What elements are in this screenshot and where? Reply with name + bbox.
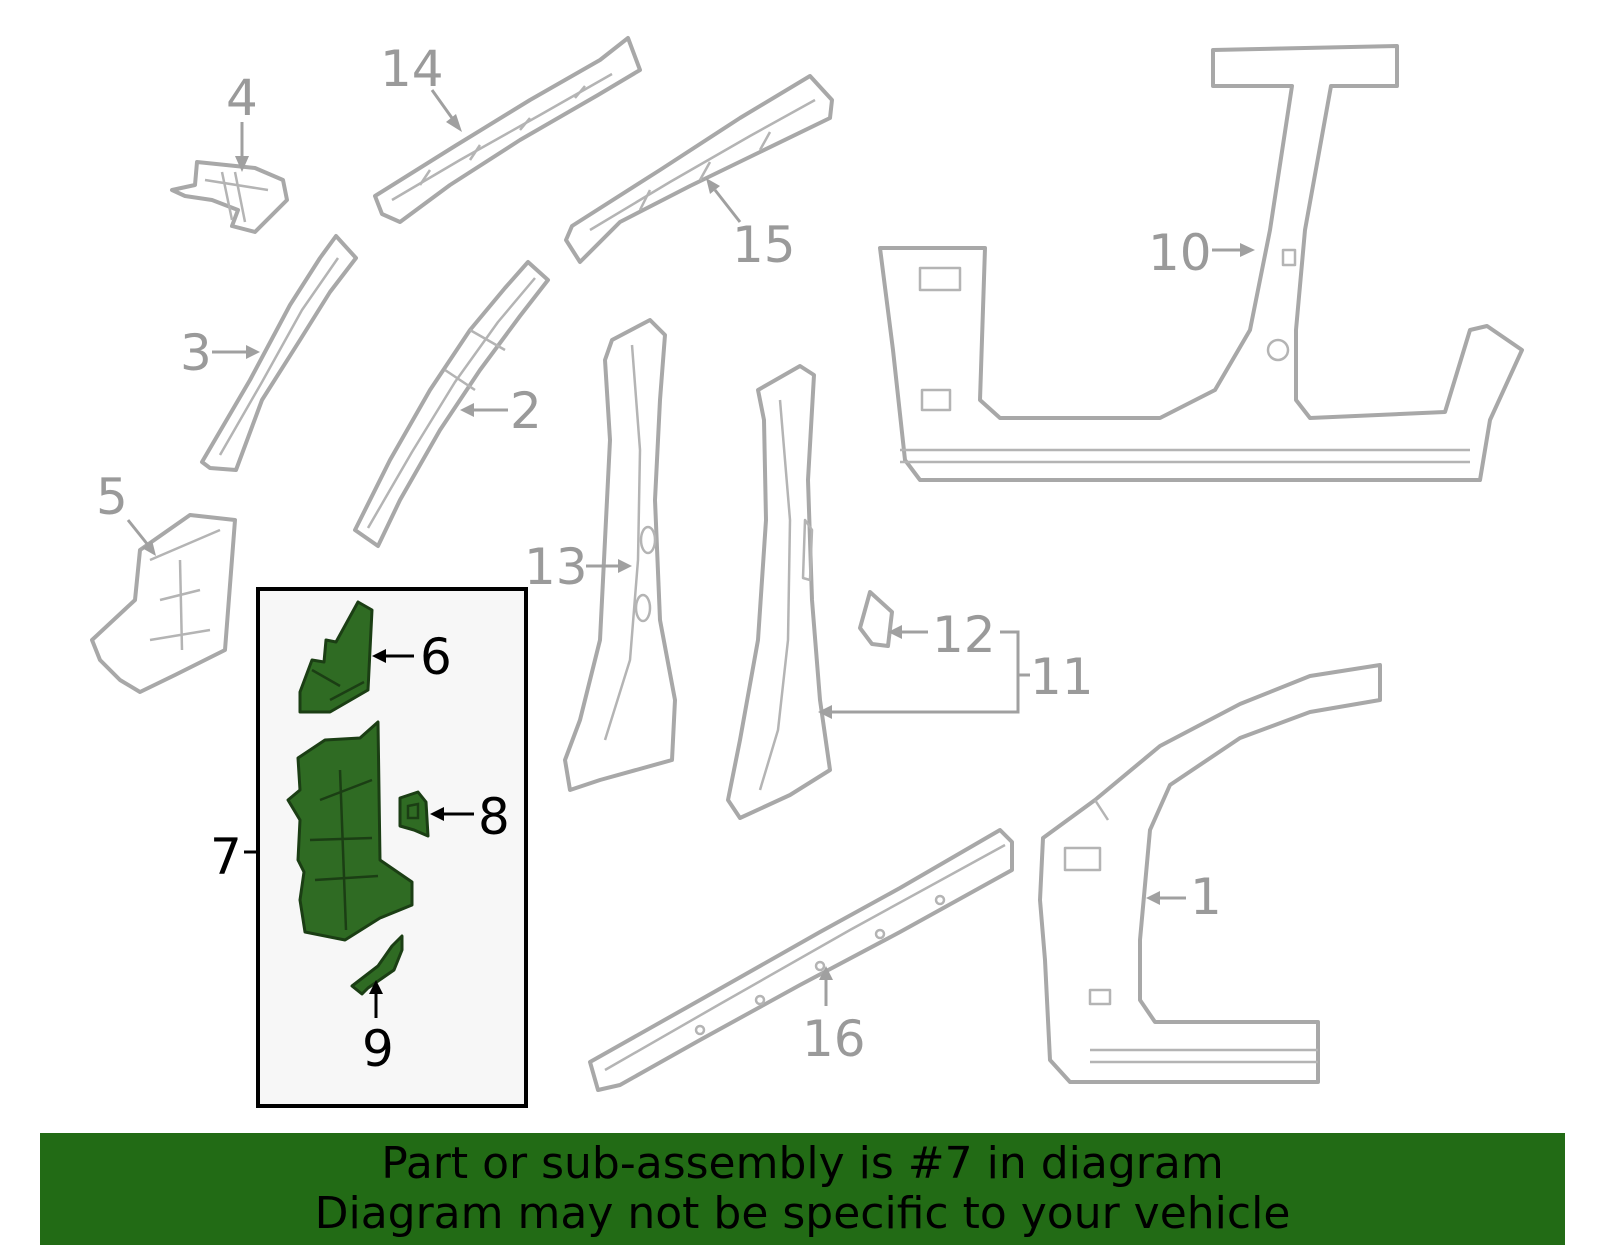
part-5-lower-bracket[interactable] xyxy=(90,513,237,694)
callout-11: 11 xyxy=(1030,648,1094,706)
leader-10 xyxy=(1212,243,1255,257)
callout-13: 13 xyxy=(524,538,588,596)
banner-line-1: Part or sub-assembly is #7 in diagram xyxy=(381,1138,1224,1189)
leader-8 xyxy=(430,807,474,821)
leader-6 xyxy=(372,649,414,663)
callout-5: 5 xyxy=(96,468,128,526)
leader-11 xyxy=(818,630,1030,719)
callout-3: 3 xyxy=(180,324,212,382)
callout-16: 16 xyxy=(802,1010,866,1068)
leader-1 xyxy=(1146,891,1186,905)
callout-4: 4 xyxy=(226,69,258,127)
info-banner: Part or sub-assembly is #7 in diagram Di… xyxy=(40,1133,1565,1245)
part-2-pillar-inner[interactable] xyxy=(353,260,550,548)
leader-14 xyxy=(430,89,462,132)
part-8-green-clip[interactable] xyxy=(398,790,430,838)
leader-16 xyxy=(819,966,833,1006)
leader-3 xyxy=(212,345,260,359)
part-3-pillar-reinforcement[interactable] xyxy=(200,234,358,472)
callout-12: 12 xyxy=(932,606,996,664)
part-10-body-side-inner[interactable] xyxy=(878,44,1524,482)
part-12-patch[interactable] xyxy=(858,590,894,648)
callout-1: 1 xyxy=(1190,868,1222,926)
part-4-bracket[interactable] xyxy=(170,160,289,234)
leader-5 xyxy=(126,519,156,556)
part-13-b-pillar-outer[interactable] xyxy=(563,318,677,792)
leader-13 xyxy=(586,559,632,573)
callout-8: 8 xyxy=(478,788,510,846)
callout-9: 9 xyxy=(362,1020,394,1078)
callout-15: 15 xyxy=(732,216,796,274)
banner-line-2: Diagram may not be specific to your vehi… xyxy=(314,1188,1291,1239)
leader-4 xyxy=(235,122,249,172)
leader-15 xyxy=(706,178,742,223)
leader-9 xyxy=(369,980,383,1018)
part-14-roof-rail[interactable] xyxy=(373,36,642,224)
callout-14: 14 xyxy=(380,40,444,98)
part-6-green-bracket[interactable] xyxy=(298,600,374,714)
part-11-b-pillar-inner[interactable] xyxy=(726,364,832,820)
part-1-body-side-outer[interactable] xyxy=(1038,663,1382,1084)
callout-6: 6 xyxy=(420,628,452,686)
part-9-green-strip[interactable] xyxy=(350,934,404,996)
leader-2 xyxy=(460,403,508,417)
callout-10: 10 xyxy=(1148,224,1212,282)
callout-7: 7 xyxy=(210,828,242,886)
callout-2: 2 xyxy=(510,382,542,440)
part-15-roof-side-rail[interactable] xyxy=(564,74,834,264)
leader-12 xyxy=(888,625,928,639)
part-16-rocker[interactable] xyxy=(588,828,1014,1092)
part-7-green-pillar-inner-reinforcement[interactable] xyxy=(286,720,414,942)
